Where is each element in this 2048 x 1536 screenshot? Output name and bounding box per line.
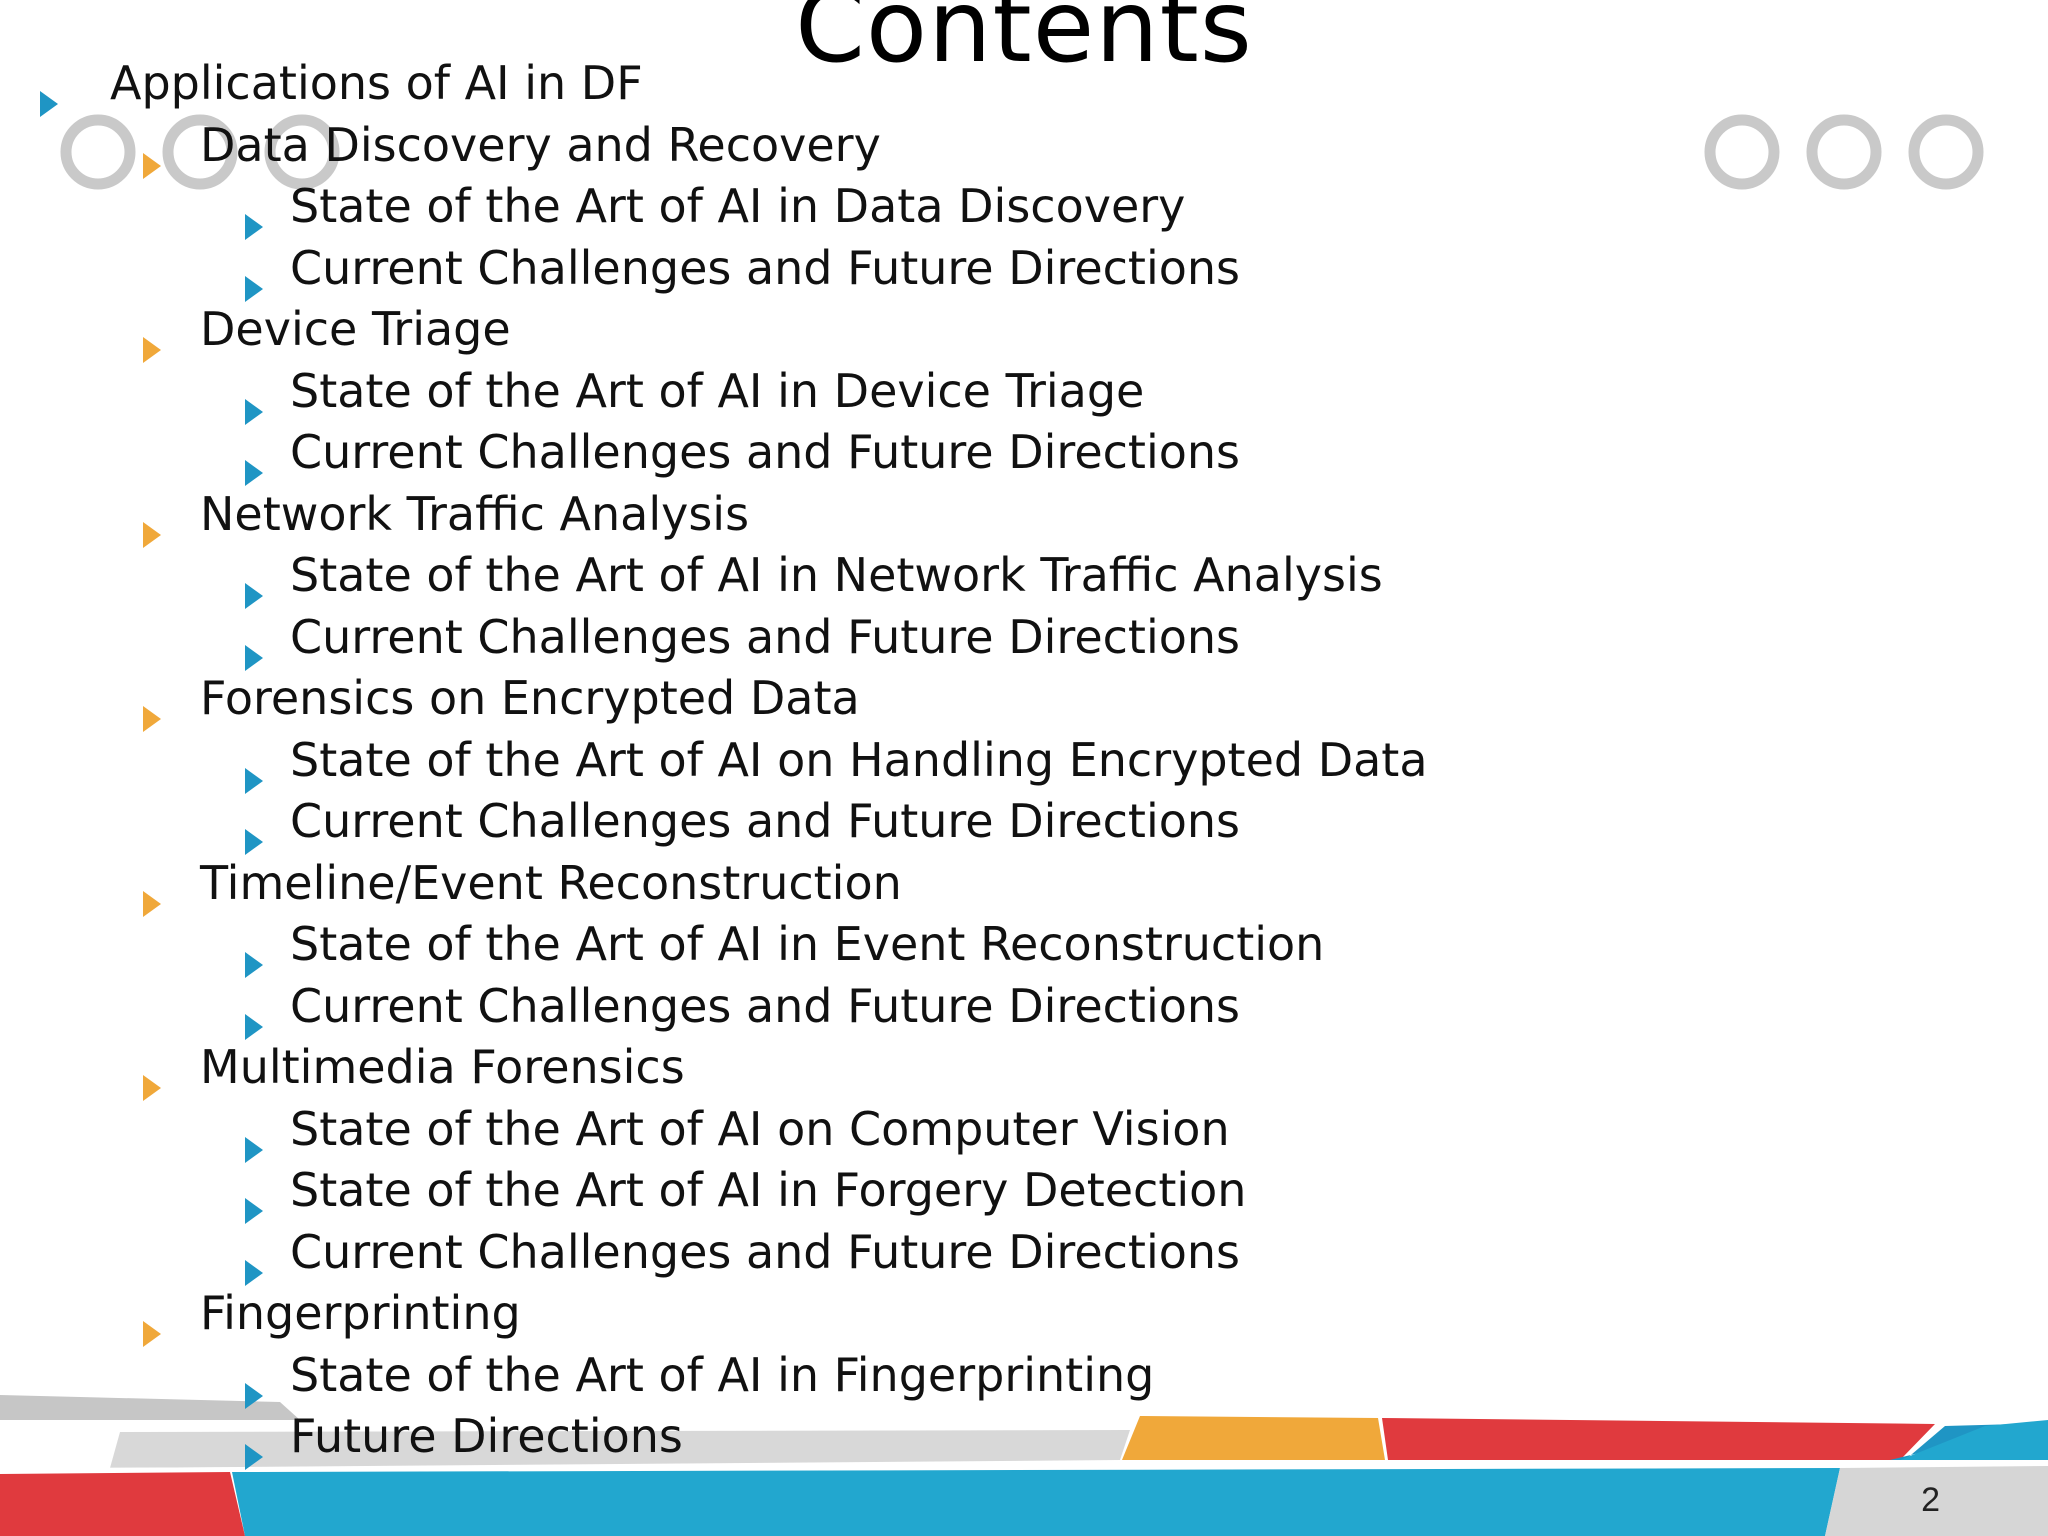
triangle-bullet-blue-icon <box>243 441 265 503</box>
triangle-bullet-blue-icon <box>243 749 265 811</box>
outline-item: Current Challenges and Future Directions <box>0 607 1600 671</box>
outline-item-label: State of the Art of AI in Forgery Detect… <box>290 1163 1247 1217</box>
outline-item: Device Triage <box>0 299 1600 363</box>
outline-item: Current Challenges and Future Directions <box>0 238 1600 302</box>
triangle-bullet-orange-icon <box>141 872 163 934</box>
outline-item: Current Challenges and Future Directions <box>0 791 1600 855</box>
outline-item: State of the Art of AI on Computer Visio… <box>0 1099 1600 1163</box>
left-circle-decoration <box>60 114 340 190</box>
outline-item: State of the Art of AI in Device Triage <box>0 361 1600 425</box>
triangle-bullet-orange-icon <box>141 687 163 749</box>
right-circle-decoration <box>1704 114 1984 190</box>
outline-item-label: Current Challenges and Future Directions <box>290 978 1241 1033</box>
outline-item: Fingerprinting <box>0 1283 1600 1347</box>
triangle-bullet-blue-icon <box>243 195 265 257</box>
outline-item: Data Discovery and Recovery <box>0 115 1600 179</box>
triangle-bullet-blue-icon <box>243 1179 265 1241</box>
outline-item: Forensics on Encrypted Data <box>0 668 1600 732</box>
outline-item: Future Directions <box>0 1406 1600 1470</box>
outline-item: State of the Art of AI in Data Discovery <box>0 176 1600 240</box>
outline-item: Current Challenges and Future Directions <box>0 1222 1600 1286</box>
outline-item-label: State of the Art of AI in Event Reconstr… <box>290 917 1325 971</box>
footer-decoration <box>0 1395 2048 1536</box>
triangle-bullet-blue-icon <box>243 1241 265 1303</box>
triangle-bullet-blue-icon <box>243 1364 265 1426</box>
outline-item-label: Forensics on Encrypted Data <box>200 671 860 725</box>
slide-title: Contents <box>795 0 1253 85</box>
triangle-bullet-blue-icon <box>243 257 265 319</box>
triangle-bullet-blue-icon <box>243 380 265 442</box>
outline-item-label: Fingerprinting <box>200 1286 521 1340</box>
outline-item-label: State of the Art of AI in Data Discovery <box>290 179 1186 233</box>
outline-item: Current Challenges and Future Directions <box>0 976 1600 1040</box>
outline-item: Multimedia Forensics <box>0 1037 1600 1101</box>
triangle-bullet-blue-icon <box>243 564 265 626</box>
contents-outline: Applications of AI in DF Data Discovery a… <box>0 53 1600 1470</box>
outline-item-label: Data Discovery and Recovery <box>200 117 881 172</box>
triangle-bullet-blue-icon <box>243 1425 265 1487</box>
outline-item: State of the Art of AI in Network Traffi… <box>0 545 1600 609</box>
outline-item-label: Applications of AI in DF <box>110 56 643 110</box>
triangle-bullet-orange-icon <box>141 1302 163 1364</box>
page-number: 2 <box>1921 1481 1940 1519</box>
triangle-bullet-orange-icon <box>141 318 163 380</box>
triangle-bullet-blue-icon <box>243 933 265 995</box>
outline-item: Timeline/Event Reconstruction <box>0 853 1600 917</box>
triangle-bullet-orange-icon <box>141 503 163 565</box>
outline-item: State of the Art of AI in Event Reconstr… <box>0 914 1600 978</box>
outline-item-label: Timeline/Event Reconstruction <box>200 855 902 910</box>
triangle-bullet-orange-icon <box>141 134 163 196</box>
outline-item-label: State of the Art of AI in Device Triage <box>290 363 1145 418</box>
outline-item-label: Current Challenges and Future Directions <box>290 240 1241 295</box>
triangle-bullet-blue-icon <box>243 810 265 872</box>
outline-item-label: State of the Art of AI on Handling Encry… <box>290 732 1428 787</box>
outline-item-label: Multimedia Forensics <box>200 1040 685 1094</box>
triangle-bullet-blue-icon <box>243 1118 265 1180</box>
outline-item-label: Current Challenges and Future Directions <box>290 1224 1241 1279</box>
outline-item-label: Current Challenges and Future Directions <box>290 794 1241 848</box>
outline-item: State of the Art of AI in Fingerprinting <box>0 1345 1600 1409</box>
outline-item: Network Traffic Analysis <box>0 484 1600 548</box>
outline-item-label: Future Directions <box>290 1409 683 1463</box>
triangle-bullet-blue-icon <box>38 72 60 134</box>
outline-item-label: Current Challenges and Future Directions <box>290 609 1241 664</box>
outline-item-label: Current Challenges and Future Directions <box>290 425 1241 479</box>
outline-item-label: Network Traffic Analysis <box>200 486 750 541</box>
triangle-bullet-blue-icon <box>243 626 265 688</box>
outline-item-label: State of the Art of AI in Network Traffi… <box>290 548 1383 602</box>
outline-item-label: State of the Art of AI in Fingerprinting <box>290 1347 1155 1402</box>
triangle-bullet-orange-icon <box>141 1056 163 1118</box>
outline-item: State of the Art of AI in Forgery Detect… <box>0 1160 1600 1224</box>
outline-item: Applications of AI in DF <box>0 53 1600 117</box>
outline-item-label: State of the Art of AI on Computer Visio… <box>290 1101 1230 1156</box>
triangle-bullet-blue-icon <box>243 995 265 1057</box>
outline-item-label: Device Triage <box>200 302 511 356</box>
outline-item: Current Challenges and Future Directions <box>0 422 1600 486</box>
outline-item: State of the Art of AI on Handling Encry… <box>0 730 1600 794</box>
